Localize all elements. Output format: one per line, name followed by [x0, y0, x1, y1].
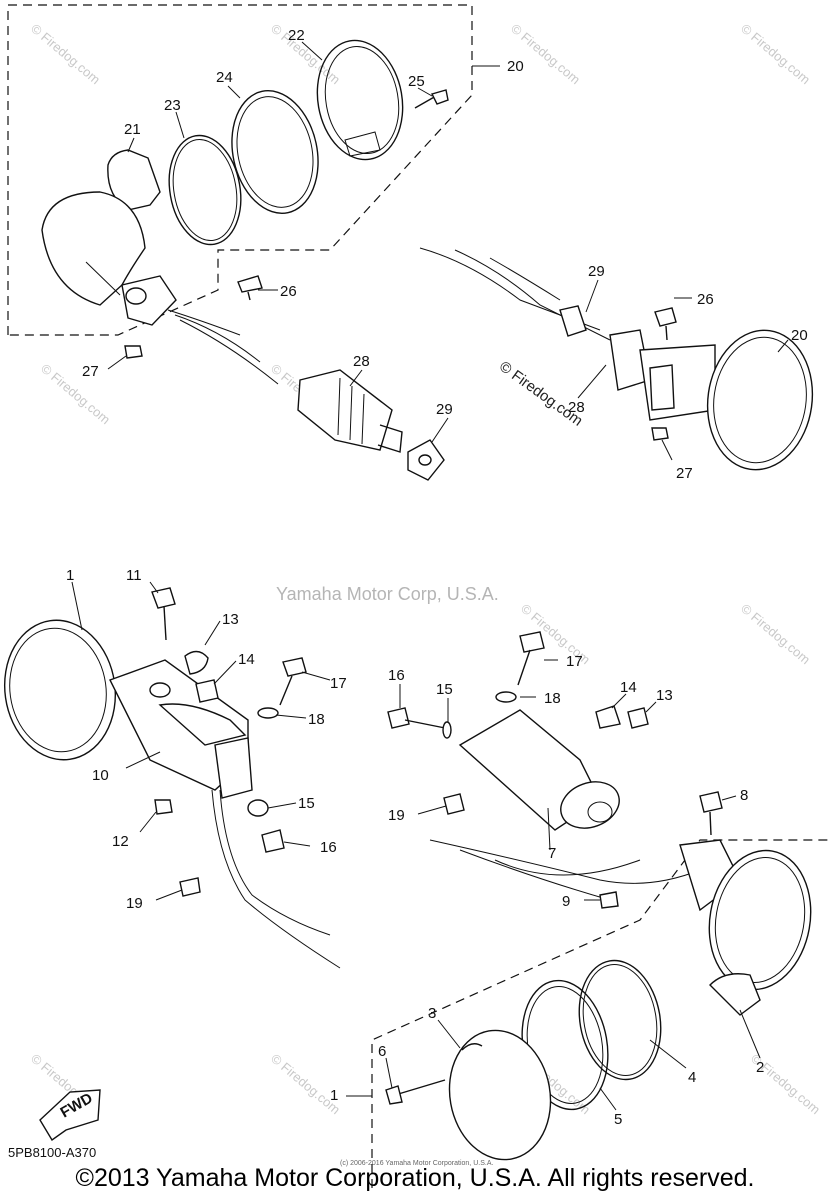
- callout-label: 1: [330, 1087, 338, 1104]
- callout-label: 8: [740, 787, 748, 804]
- callout-numbers: 22 20 24 25 23 21 26 27 28 29 29 26 20 2…: [66, 27, 808, 1128]
- callout-label: 24: [216, 69, 233, 86]
- callout-label: 17: [330, 675, 347, 692]
- callout-label: 15: [436, 681, 453, 698]
- callout-label: 16: [388, 667, 405, 684]
- bottom-right-assembly: [39, 631, 828, 1188]
- callout-label: 9: [562, 893, 570, 910]
- callout-label: 5: [614, 1111, 622, 1128]
- callout-label: 19: [126, 895, 143, 912]
- callout-label: 20: [791, 327, 808, 344]
- tile-watermark: © Firedog.com: [508, 21, 583, 87]
- center-watermark: Yamaha Motor Corp, U.S.A.: [276, 584, 499, 604]
- callout-label: 29: [588, 263, 605, 280]
- callout-label: 27: [676, 465, 693, 482]
- top-right-assembly: [419, 247, 814, 471]
- callout-label: 19: [388, 807, 405, 824]
- copyright-notice: ©2013 Yamaha Motor Corporation, U.S.A. A…: [75, 1164, 755, 1192]
- callout-label: 14: [238, 651, 255, 668]
- tile-watermark: © Firedog.com: [268, 1051, 343, 1117]
- callout-label: 28: [353, 353, 370, 370]
- tile-watermark: © Firedog.com: [738, 601, 813, 667]
- callout-label: 25: [408, 73, 425, 90]
- callout-label: 15: [298, 795, 315, 812]
- callout-label: 29: [436, 401, 453, 418]
- callout-label: 4: [688, 1069, 696, 1086]
- catalog-code: 5PB8100-A370: [8, 1145, 97, 1160]
- callout-label: 16: [320, 839, 337, 856]
- tile-watermark: © Firedog.com: [738, 21, 813, 87]
- tile-watermark: © Firedog.com: [28, 21, 103, 87]
- callout-label: 1: [66, 567, 74, 584]
- tile-watermark: © Firedog.com: [268, 21, 343, 87]
- callout-label: 18: [308, 711, 325, 728]
- callout-label: 12: [112, 833, 129, 850]
- callout-label: 7: [548, 845, 556, 862]
- callout-label: 26: [280, 283, 297, 300]
- callout-label: 14: [620, 679, 637, 696]
- fine-print: (c) 2006-2016 Yamaha Motor Corporation, …: [340, 1160, 494, 1167]
- callout-label: 10: [92, 767, 109, 784]
- callout-label: 6: [378, 1043, 386, 1060]
- callout-label: 3: [428, 1005, 436, 1022]
- callout-label: 21: [124, 121, 141, 138]
- callout-label: 17: [566, 653, 583, 670]
- callout-label: 22: [288, 27, 305, 44]
- callout-label: 20: [507, 58, 524, 75]
- bottom-left-assembly: [3, 587, 341, 969]
- callout-label: 27: [82, 363, 99, 380]
- callout-label: 18: [544, 690, 561, 707]
- callout-label: 23: [164, 97, 181, 114]
- callout-label: 11: [126, 567, 142, 584]
- callout-label: 26: [697, 291, 714, 308]
- callout-label: 2: [756, 1059, 764, 1076]
- callout-label: 13: [656, 687, 673, 704]
- callout-label: 28: [568, 399, 585, 416]
- tile-watermark: © Firedog.com: [38, 361, 113, 427]
- top-left-assembly: [7, 4, 500, 481]
- callout-leaders: [71, 41, 789, 1111]
- callout-label: 13: [222, 611, 239, 628]
